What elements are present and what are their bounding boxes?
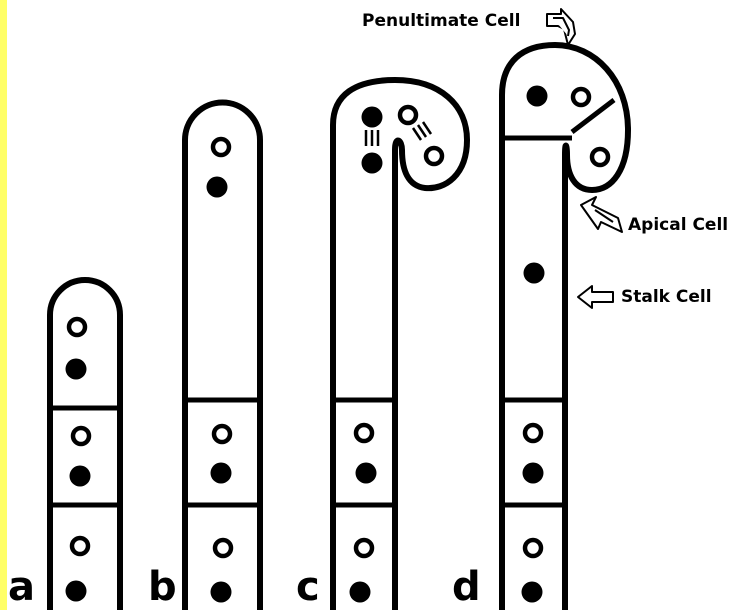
penultimate-arrow-icon xyxy=(547,9,575,45)
stage-b-hypha xyxy=(185,103,260,610)
stage-d-hypha xyxy=(502,45,628,610)
apical-cell-label: Apical Cell xyxy=(628,215,728,235)
nucleus-open xyxy=(215,540,231,556)
nucleus-filled xyxy=(350,582,371,603)
nucleus-filled xyxy=(211,463,232,484)
nucleus-open xyxy=(426,148,442,164)
stalk-cell-label: Stalk Cell xyxy=(621,287,712,307)
nucleus-open xyxy=(525,540,541,556)
nucleus-open xyxy=(214,426,230,442)
nucleus-filled xyxy=(66,581,87,602)
nucleus-filled xyxy=(211,582,232,603)
panel-label-b: b xyxy=(148,564,177,610)
nucleus-open xyxy=(213,139,229,155)
stalk-arrow-icon xyxy=(578,286,613,308)
nucleus-open xyxy=(72,538,88,554)
panel-label-c: c xyxy=(296,564,320,610)
nucleus-filled xyxy=(70,466,91,487)
nucleus-open xyxy=(525,425,541,441)
hypha-wall-c xyxy=(333,80,467,610)
hypha-wall-d xyxy=(502,45,628,610)
nucleus-open xyxy=(573,89,589,105)
nucleus-filled xyxy=(522,582,543,603)
panel-label-a: a xyxy=(8,564,35,610)
nucleus-filled xyxy=(527,86,548,107)
nucleus-open xyxy=(73,428,89,444)
nucleus-open xyxy=(400,107,416,123)
nucleus-open xyxy=(592,149,608,165)
nucleus-filled xyxy=(362,153,383,174)
nucleus-filled xyxy=(207,177,228,198)
penultimate-cell-label: Penultimate Cell xyxy=(362,11,520,31)
nucleus-filled xyxy=(362,107,383,128)
nucleus-filled xyxy=(356,463,377,484)
stage-a-hypha xyxy=(50,280,120,610)
nucleus-filled xyxy=(523,463,544,484)
stage-c-hypha xyxy=(333,80,467,610)
nucleus-open xyxy=(69,319,85,335)
apical-arrow-icon xyxy=(581,197,622,232)
nucleus-open xyxy=(356,540,372,556)
nucleus-open xyxy=(356,425,372,441)
nucleus-filled xyxy=(524,263,545,284)
panel-label-d: d xyxy=(452,564,481,610)
nucleus-filled xyxy=(66,359,87,380)
